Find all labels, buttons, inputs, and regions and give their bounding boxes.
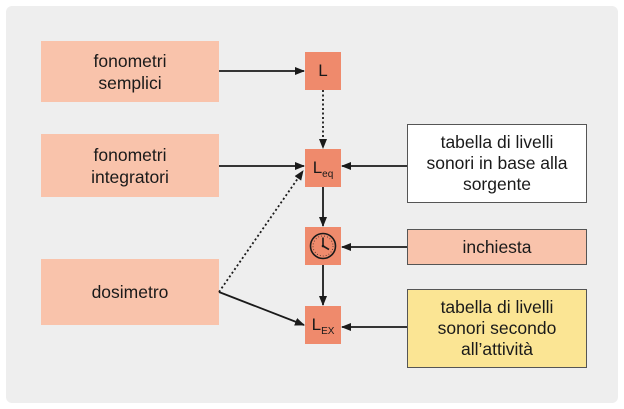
fonometri-semplici-line-1: fonometri	[93, 50, 167, 71]
node-LEX-main: L	[311, 315, 322, 334]
node-clock	[305, 227, 341, 265]
tabella-sorgente-line-2: sonori in base alla	[426, 153, 568, 173]
fonometri-integratori-line-2: integratori	[91, 166, 169, 187]
box-tabella-attivita: tabella di livelli sonori secondo all’at…	[407, 289, 587, 368]
box-fonometri-semplici: fonometri semplici	[41, 41, 219, 102]
fonometri-semplici-line-2: semplici	[98, 72, 162, 93]
node-LEX-sub: EX	[321, 326, 335, 337]
tabella-sorgente-line-1: tabella di livelli	[440, 132, 554, 152]
box-fonometri-integratori: fonometri integratori	[41, 134, 219, 197]
box-inchiesta: inchiesta	[407, 229, 587, 265]
node-Leq: Leq	[305, 149, 341, 187]
dosimetro-label: dosimetro	[91, 282, 169, 302]
tabella-attivita-line-2: sonori secondo	[437, 318, 557, 338]
inchiesta-label: inchiesta	[462, 237, 532, 257]
tabella-sorgente-line-3: sorgente	[462, 174, 532, 194]
node-L: L	[305, 52, 341, 90]
box-dosimetro: dosimetro	[41, 259, 219, 325]
tabella-attivita-line-1: tabella di livelli	[440, 297, 554, 317]
node-Leq-main: L	[312, 158, 323, 177]
node-LEX: LEX	[305, 306, 341, 344]
arrow-dosimetro-to-Leq	[218, 170, 304, 293]
tabella-attivita-line-3: all’attività	[461, 339, 533, 359]
fonometri-integratori-line-1: fonometri	[93, 144, 167, 165]
clock-icon	[309, 232, 337, 260]
node-Leq-sub: eq	[322, 169, 334, 180]
arrow-dosimetro-to-LEX	[218, 291, 305, 326]
box-tabella-sorgente: tabella di livelli sonori in base alla s…	[407, 124, 587, 203]
node-L-label: L	[318, 61, 328, 80]
